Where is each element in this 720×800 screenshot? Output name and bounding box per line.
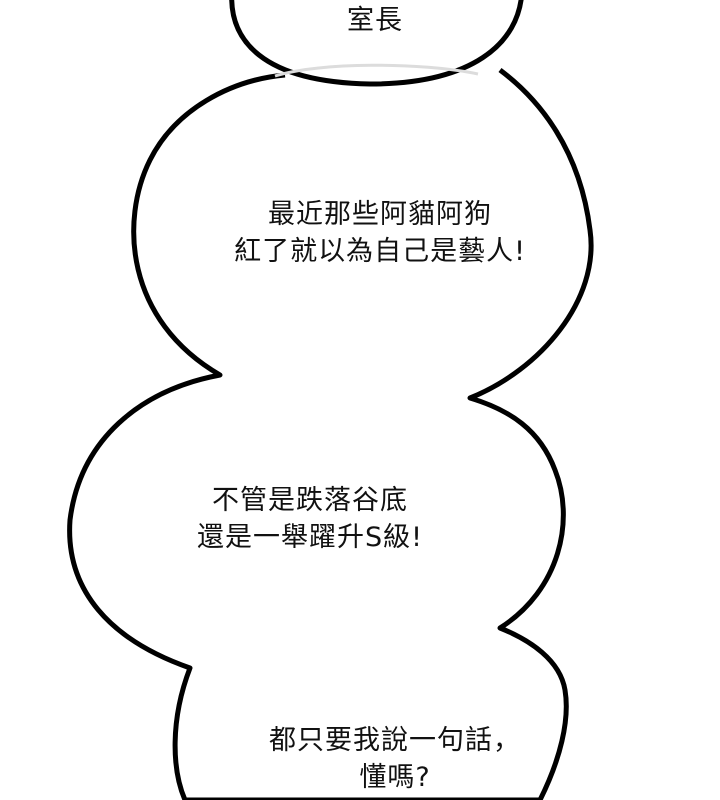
speech-line: 都只要我說一句話， bbox=[269, 725, 521, 756]
speech-line: 不管是跌落谷底 bbox=[212, 485, 408, 516]
speech-line: 紅了就以為自己是藝人! bbox=[234, 236, 526, 267]
speech-line: 懂嗎? bbox=[359, 762, 431, 793]
speech-bubble-top-outline bbox=[229, 0, 524, 87]
speech-text-top: 室長 bbox=[300, 2, 450, 39]
speech-line: 還是一舉躍升S級! bbox=[197, 522, 423, 553]
speech-text-fourth: 都只要我說一句話， 懂嗎? bbox=[210, 722, 580, 796]
speech-line: 最近那些阿貓阿狗 bbox=[268, 199, 492, 230]
speech-text-third: 不管是跌落谷底 還是一舉躍升S級! bbox=[150, 482, 470, 556]
bubble-seam-line bbox=[274, 63, 479, 78]
speech-bubble-main-outline bbox=[67, 68, 594, 800]
speech-line: 室長 bbox=[347, 5, 403, 36]
speech-text-second: 最近那些阿貓阿狗 紅了就以為自己是藝人! bbox=[180, 196, 580, 270]
